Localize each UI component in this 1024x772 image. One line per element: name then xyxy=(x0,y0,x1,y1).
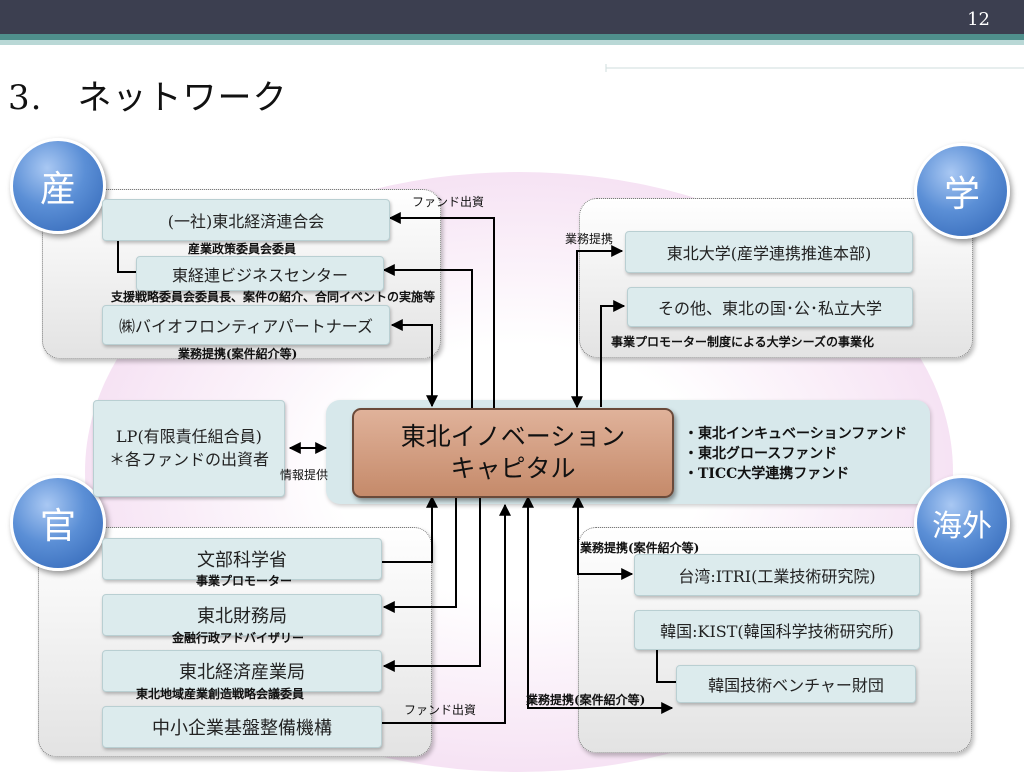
lp-line1: LP(有限責任組合員) xyxy=(116,427,262,447)
gov-meti-note: 東北地域産業創造戦略会議委員 xyxy=(136,687,305,701)
gov-relation-label: ファンド出資 xyxy=(404,703,477,717)
gov-mext-box: 文部科学省 xyxy=(102,538,382,580)
gov-mext-note: 事業プロモーター xyxy=(196,574,293,588)
header-accent-stripe xyxy=(0,34,1024,40)
edge-gov-mext xyxy=(380,495,438,563)
fund-item: ・東北インキュベーションファンド xyxy=(684,426,908,442)
center-company-box: 東北イノベーション キャピタル xyxy=(352,408,674,498)
edge-industry-business-center xyxy=(382,264,473,408)
fund-item: ・TICC大学連携ファンド xyxy=(684,466,850,482)
center-name-line2: キャピタル xyxy=(450,454,576,483)
edge-industry-biofrontier xyxy=(390,319,438,408)
gov-zaimu-note: 金融行政アドバイザリー xyxy=(172,631,305,645)
industry-business-center-box: 東経連ビジネスセンター xyxy=(136,256,384,291)
overseas-relation-bottom-label: 業務提携(案件紹介等) xyxy=(526,693,646,707)
overseas-itri-box: 台湾:ITRI(工業技術研究院) xyxy=(634,554,920,596)
gov-smrj-box: 中小企業基盤整備機構 xyxy=(102,706,382,748)
edge-gov-zaimu xyxy=(382,497,457,613)
industry-keizairengo-box: (一社)東北経済連合会 xyxy=(102,199,390,241)
fund-item: ・東北グロースファンド xyxy=(684,446,838,462)
lp-relation-label: 情報提供 xyxy=(280,468,329,482)
edge-academia-other-univ xyxy=(600,300,626,407)
industry-biofrontier-note: 業務提携(案件紹介等) xyxy=(178,347,298,361)
industry-keizairengo-note: 産業政策委員会委員 xyxy=(188,242,297,256)
category-academia-icon: 学 xyxy=(914,143,1010,239)
industry-business-center-note: 支援戦略委員会委員長、案件の紹介、合同イベントの実施等 xyxy=(111,290,436,304)
header-light-stripe xyxy=(0,40,1024,45)
fund-list: ・東北インキュベーションファンド ・東北グロースファンド ・TICC大学連携ファ… xyxy=(684,424,907,484)
page-title: 3. ネットワーク xyxy=(8,78,288,118)
gov-zaimu-box: 東北財務局 xyxy=(102,594,382,636)
header-bar xyxy=(0,0,1024,34)
academia-note: 事業プロモーター制度による大学シーズの事業化 xyxy=(611,335,875,349)
page-number: 12 xyxy=(967,9,990,30)
category-overseas-icon: 海外 xyxy=(914,475,1010,571)
edge-academia-tohoku-univ xyxy=(571,245,624,409)
edge-industry-keizairengo xyxy=(388,212,495,408)
edge-overseas-itri xyxy=(572,495,634,580)
academia-relation-label: 業務提携 xyxy=(565,232,614,246)
edge-gov-smrj xyxy=(380,503,511,724)
edge-kist-venture xyxy=(656,648,676,683)
overseas-kist-box: 韓国:KIST(韓国科学技術研究所) xyxy=(634,610,920,650)
category-government-icon: 官 xyxy=(10,475,106,571)
edge-gov-meti xyxy=(382,497,481,672)
category-industry-icon: 産 xyxy=(10,138,106,234)
industry-biofrontier-box: ㈱バイオフロンティアパートナーズ xyxy=(102,305,390,345)
academia-tohoku-univ-box: 東北大学(産学連携推進本部) xyxy=(625,231,913,273)
overseas-venture-box: 韓国技術ベンチャー財団 xyxy=(676,665,916,703)
center-name-line1: 東北イノベーション xyxy=(400,421,626,451)
lp-box: LP(有限責任組合員) ＊各ファンドの出資者 xyxy=(93,400,285,497)
overseas-relation-top-label: 業務提携(案件紹介等) xyxy=(580,541,700,555)
gov-meti-box: 東北経済産業局 xyxy=(102,650,382,692)
edge-overseas-kist xyxy=(522,495,674,714)
header-decoration xyxy=(605,64,1024,72)
academia-other-univ-box: その他、東北の国･公･私立大学 xyxy=(627,287,913,327)
industry-relation-label: ファンド出資 xyxy=(412,195,485,209)
edge-keizairengo-business-center xyxy=(117,240,136,273)
lp-line2: ＊各ファンドの出資者 xyxy=(108,449,269,469)
